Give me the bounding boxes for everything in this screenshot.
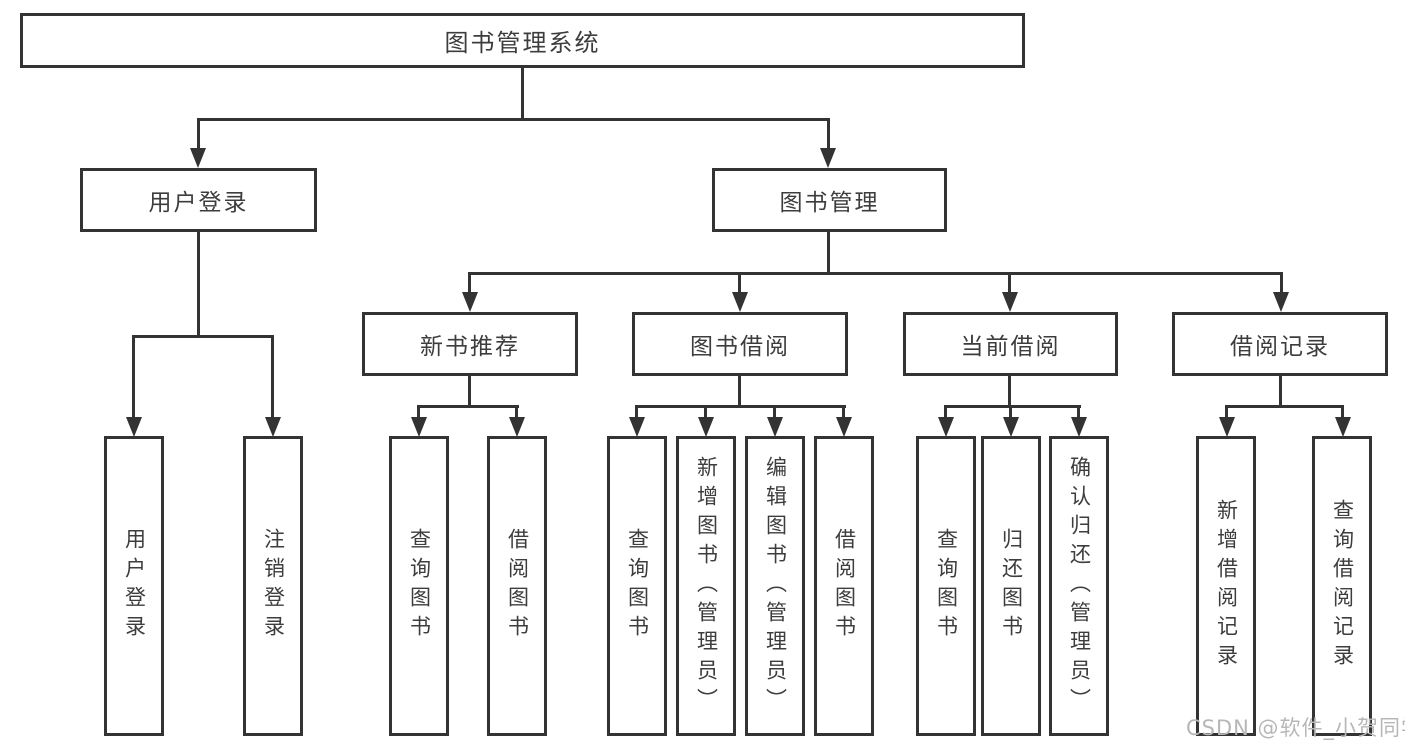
leaf-borrow-book-newbooks: 借阅图书 <box>487 436 547 736</box>
watermark: CSDN @软件_小贺同学 <box>1186 716 1405 740</box>
node-user-login: 用户登录 <box>80 168 317 232</box>
arrowhead-down <box>126 417 142 437</box>
connector-line <box>773 405 776 421</box>
connector-line <box>468 376 471 407</box>
connector-line <box>271 335 274 421</box>
node-borrow-records-label: 借阅记录 <box>1230 334 1330 360</box>
node-root-label: 图书管理系统 <box>444 29 601 57</box>
leaf-user-login: 用户登录 <box>104 436 164 736</box>
leaf-return-book-label: 归还图书 <box>999 528 1024 644</box>
connector-line <box>635 405 846 408</box>
connector-line <box>468 272 1283 275</box>
arrowhead-down <box>190 148 206 168</box>
leaf-borrow-book-label: 借阅图书 <box>832 528 857 644</box>
node-new-book-recommend: 新书推荐 <box>362 312 578 376</box>
connector-line <box>1279 376 1282 407</box>
arrowhead-down <box>1273 292 1289 312</box>
node-book-management-label: 图书管理 <box>779 190 880 216</box>
connector-line <box>827 232 830 275</box>
arrowhead-down <box>1335 417 1351 437</box>
connector-line <box>738 376 741 407</box>
leaf-user-login-label: 用户登录 <box>122 528 147 644</box>
leaf-query-borrow-record: 查询借阅记录 <box>1312 436 1372 736</box>
connector-line <box>1008 376 1011 407</box>
node-book-borrow: 图书借阅 <box>632 312 848 376</box>
arrowhead-down <box>265 417 281 437</box>
connector-line <box>417 405 519 408</box>
arrowhead-down <box>698 417 714 437</box>
connector-line <box>1077 405 1080 421</box>
connector-line <box>132 335 274 338</box>
connector-line <box>1225 405 1344 408</box>
node-borrow-records: 借阅记录 <box>1172 312 1388 376</box>
leaf-borrow-book-newbooks-label: 借阅图书 <box>505 528 530 644</box>
connector-line <box>132 335 135 421</box>
leaf-add-book-admin-label: 新增图书（管理员） <box>694 455 719 717</box>
arrowhead-down <box>629 417 645 437</box>
leaf-logout: 注销登录 <box>243 436 303 736</box>
connector-line <box>1280 272 1283 296</box>
leaf-query-book-borrow-label: 查询图书 <box>625 528 650 644</box>
node-user-login-label: 用户登录 <box>148 190 249 216</box>
connector-line <box>842 405 845 421</box>
connector-line <box>417 405 420 421</box>
node-current-borrow: 当前借阅 <box>903 312 1118 376</box>
connector-line <box>1008 272 1011 296</box>
node-book-management: 图书管理 <box>712 168 947 232</box>
leaf-borrow-book: 借阅图书 <box>814 436 874 736</box>
arrowhead-down <box>1002 292 1018 312</box>
node-book-borrow-label: 图书借阅 <box>690 334 790 360</box>
connector-line <box>1009 405 1012 421</box>
leaf-confirm-return-admin-label: 确认归还（管理员） <box>1067 455 1092 717</box>
leaf-confirm-return-admin: 确认归还（管理员） <box>1049 436 1109 736</box>
node-new-book-recommend-label: 新书推荐 <box>420 334 520 360</box>
leaf-query-borrow-record-label: 查询借阅记录 <box>1330 499 1355 673</box>
leaf-logout-label: 注销登录 <box>261 528 286 644</box>
arrowhead-down <box>1219 417 1235 437</box>
arrowhead-down <box>411 417 427 437</box>
arrowhead-down <box>1003 417 1019 437</box>
leaf-query-book-newbooks-label: 查询图书 <box>407 528 432 644</box>
arrowhead-down <box>732 292 748 312</box>
leaf-edit-book-admin-label: 编辑图书（管理员） <box>763 455 788 717</box>
connector-line <box>827 118 830 151</box>
connector-line <box>1341 405 1344 421</box>
node-current-borrow-label: 当前借阅 <box>960 334 1061 360</box>
connector-line <box>515 405 518 421</box>
connector-line <box>197 118 830 121</box>
leaf-query-book-newbooks: 查询图书 <box>389 436 449 736</box>
connector-line <box>635 405 638 421</box>
arrowhead-down <box>836 417 852 437</box>
arrowhead-down <box>820 148 836 168</box>
leaf-add-book-admin: 新增图书（管理员） <box>676 436 736 736</box>
leaf-return-book: 归还图书 <box>981 436 1041 736</box>
connector-line <box>197 232 200 338</box>
arrowhead-down <box>509 417 525 437</box>
connector-line <box>704 405 707 421</box>
arrowhead-down <box>767 417 783 437</box>
leaf-query-book-current-label: 查询图书 <box>934 528 959 644</box>
connector-line <box>468 272 471 296</box>
arrowhead-down <box>938 417 954 437</box>
leaf-add-borrow-record: 新增借阅记录 <box>1196 436 1256 736</box>
connector-line <box>738 272 741 296</box>
arrowhead-down <box>1071 417 1087 437</box>
leaf-edit-book-admin: 编辑图书（管理员） <box>745 436 805 736</box>
node-root: 图书管理系统 <box>20 13 1025 68</box>
connector-line <box>944 405 947 421</box>
connector-line <box>1225 405 1228 421</box>
connector-line <box>944 405 1081 408</box>
arrowhead-down <box>462 292 478 312</box>
leaf-query-book-borrow: 查询图书 <box>607 436 667 736</box>
connector-line <box>197 118 200 151</box>
connector-line <box>521 68 524 121</box>
leaf-query-book-current: 查询图书 <box>916 436 976 736</box>
leaf-add-borrow-record-label: 新增借阅记录 <box>1214 499 1239 673</box>
